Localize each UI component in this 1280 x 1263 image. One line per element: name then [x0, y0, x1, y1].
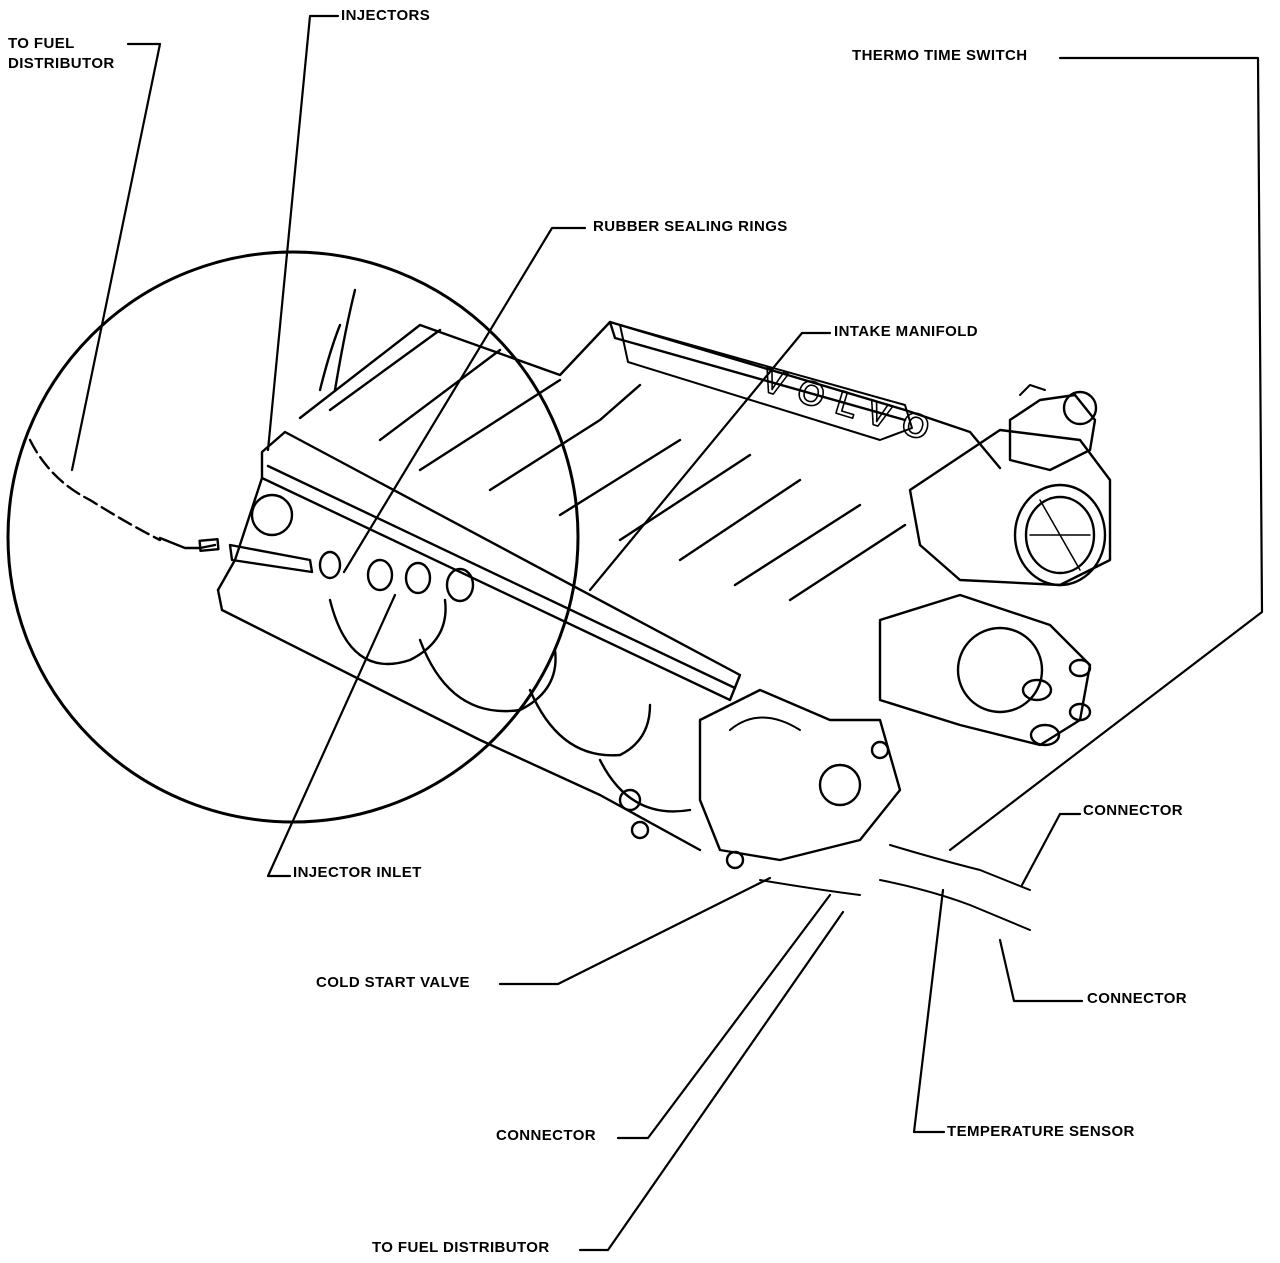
label-to-fuel-distributor-bottom: TO FUEL DISTRIBUTOR [372, 1239, 550, 1256]
manifold-logo-text: VOLVO [758, 361, 947, 452]
label-injector-inlet: INJECTOR INLET [293, 864, 422, 881]
label-to-fuel-distributor-top-2: DISTRIBUTOR [8, 55, 115, 72]
label-to-fuel-distributor-top-1: TO FUEL [8, 35, 75, 52]
intake-manifold-drawing [216, 288, 1112, 931]
fuel-line-drawing [28, 438, 220, 552]
label-rubber-sealing-rings: RUBBER SEALING RINGS [593, 218, 788, 235]
label-cold-start-valve: COLD START VALVE [316, 974, 470, 991]
label-thermo-time-switch: THERMO TIME SWITCH [852, 47, 1028, 64]
label-temperature-sensor: TEMPERATURE SENSOR [947, 1123, 1135, 1140]
label-connector-bottom: CONNECTOR [496, 1127, 596, 1144]
label-intake-manifold: INTAKE MANIFOLD [834, 323, 979, 340]
label-injectors: INJECTORS [341, 7, 431, 24]
leader-lines [70, 14, 1264, 1252]
label-connector-right-bottom: CONNECTOR [1087, 990, 1187, 1007]
label-connector-right-top: CONNECTOR [1083, 802, 1183, 819]
detail-magnifier-circle [6, 250, 580, 824]
